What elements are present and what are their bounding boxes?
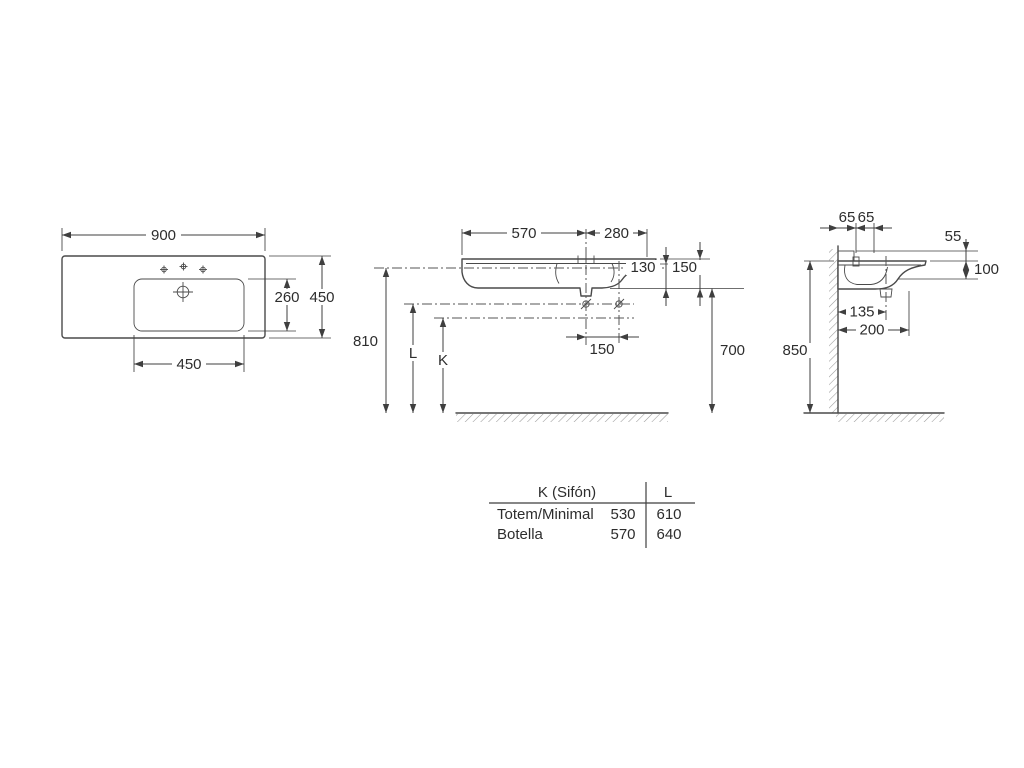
dim-130: 130 [626,247,674,306]
row-name: Botella [497,526,544,543]
dim-850-label: 850 [782,342,807,359]
bowl-wall-left [555,263,560,284]
dim-130-label: 130 [630,259,655,276]
siphon-table: K (Sifón) L Totem/Minimal 530 610 Botell… [489,482,695,548]
dim-135: 135 [838,304,886,321]
dim-top-depth-label: 450 [309,289,334,306]
dim-700: 700 [708,288,745,413]
floor-front [455,412,669,422]
dim-k-label: K [438,352,448,369]
bowl-outline-top [133,278,245,332]
dim-810-label: 810 [353,333,378,350]
dim-570-label: 570 [511,225,536,242]
dim-65-right-label: 65 [858,209,875,226]
front-view: 570 280 130 150 [353,225,745,422]
dim-l: L [404,304,422,413]
row-l-value: 640 [656,526,681,543]
table-header-l: L [664,484,672,501]
dim-65-left-label: 65 [839,209,856,226]
row-k-value: 530 [610,506,635,523]
dim-135-label: 135 [849,304,874,321]
dim-55-label: 55 [945,228,962,245]
faucet-holes [160,262,207,274]
dim-700-label: 700 [720,342,745,359]
floor-hatch-side [836,414,944,422]
dim-150-height-label: 150 [672,259,697,276]
dim-55-100: 55 100 [856,228,1002,280]
dim-top-depth: 450 [269,255,339,339]
fixing-bracket [837,250,855,262]
wall-hatch [829,249,838,413]
dim-65-65: 65 65 [820,209,892,253]
row-name: Totem/Minimal [497,506,594,523]
dim-l-label: L [409,345,417,362]
row-k-value: 570 [610,526,635,543]
row-l-value: 610 [656,506,681,523]
dim-200: 200 [838,291,910,339]
dim-150-spacing-label: 150 [589,341,614,358]
drain-outlet-symbol [580,298,625,310]
dim-bowl-depth-label: 260 [274,289,299,306]
drain-symbol [173,282,193,302]
tap-hole-side [852,256,860,267]
basin-outline-top [61,255,266,339]
floor-hatch-front [456,414,668,422]
dim-k: K [434,318,452,413]
bowl-wall-right [610,263,615,283]
table-header-k: K (Sifón) [538,484,596,501]
dim-150-spacing: 150 [566,333,639,358]
dim-280: 280 [586,225,648,257]
side-view: 65 65 55 100 135 200 [778,209,1002,422]
dim-810: 810 [353,268,390,413]
table-row: Totem/Minimal 530 610 [497,506,682,523]
dim-850: 850 [778,260,834,413]
table-row: Botella 570 640 [497,526,682,543]
dim-150-height: 150 [610,242,744,306]
dim-top-width: 900 [61,227,266,251]
dim-200-label: 200 [859,322,884,339]
top-view: 900 450 260 450 [61,227,339,373]
drain-stub-side [879,288,893,298]
dim-100-label: 100 [974,261,999,278]
dim-bowl-depth: 260 [248,278,304,332]
dim-top-width-label: 900 [151,227,176,244]
dim-bowl-width: 450 [133,335,245,373]
dim-570: 570 [461,225,586,255]
floor-side [803,412,945,422]
dim-bowl-width-label: 450 [176,356,201,373]
dim-280-label: 280 [604,225,629,242]
bowl-inner-side [844,264,888,285]
